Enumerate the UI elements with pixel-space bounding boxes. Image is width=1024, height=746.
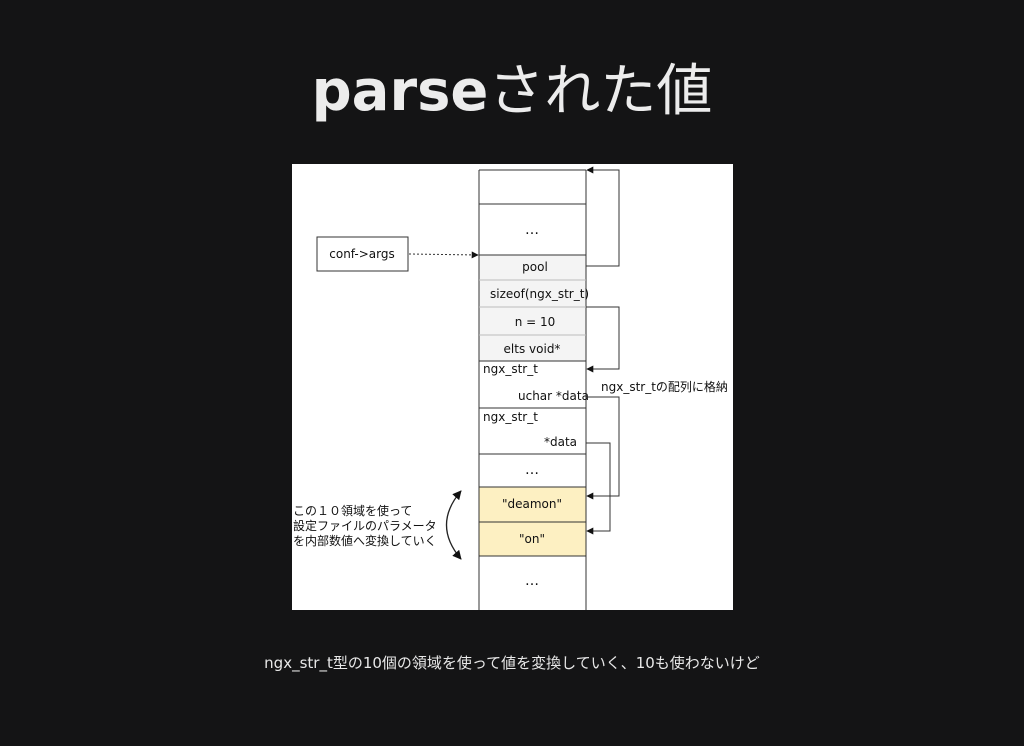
memory-diagram-svg: … pool sizeof(ngx_str_t) n = 10 elts voi…: [293, 166, 728, 610]
cell-ellipsis-mid: …: [525, 462, 539, 478]
memory-column: [478, 169, 587, 610]
data2-pointer-arrow: [586, 442, 611, 535]
range-curved-arrow: [445, 490, 462, 560]
cell-str2-type: ngx_str_t: [483, 410, 538, 424]
cell-str1-data: uchar *data: [518, 389, 589, 403]
cell-pool: pool: [522, 260, 548, 274]
cell-str2-data: *data: [544, 435, 577, 449]
left-note-line-3: を内部数値へ変換していく: [293, 533, 437, 548]
side-note: ngx_str_tの配列に格納: [601, 379, 728, 394]
cell-elts: elts void*: [504, 342, 561, 356]
cell-sizeof: sizeof(ngx_str_t): [490, 287, 589, 301]
cell-str1-type: ngx_str_t: [483, 362, 538, 376]
cell-elts-bg: [479, 335, 586, 361]
cell-on-bg: [479, 522, 586, 556]
conf-args-box: [316, 236, 409, 272]
cell-pool-bg: [479, 255, 586, 280]
title-bold-part: parse: [311, 59, 489, 124]
memory-diagram: … pool sizeof(ngx_str_t) n = 10 elts voi…: [292, 164, 733, 610]
cell-on: "on": [519, 532, 545, 546]
data1-pointer-arrow: [586, 396, 620, 500]
cell-deamon: "deamon": [502, 497, 562, 511]
conf-args-label: conf->args: [329, 247, 394, 261]
cell-n-bg: [479, 307, 586, 335]
elts-pointer-arrow: [586, 306, 620, 373]
conf-args-pointer: [408, 251, 479, 259]
cell-ellipsis-top: …: [525, 222, 539, 238]
left-note-line-1: この１０領域を使って: [293, 503, 412, 518]
slide-title: parseされた値: [0, 52, 1024, 132]
pool-loop-arrow: [586, 166, 620, 267]
left-note-line-2: 設定ファイルのパラメータ: [293, 518, 437, 533]
cell-deamon-bg: [479, 487, 586, 522]
cell-sizeof-bg: [479, 280, 586, 307]
cell-ellipsis-bottom: …: [525, 573, 539, 589]
slide-caption: ngx_str_t型の10個の領域を使って値を変換していく、10も使わないけど: [264, 654, 760, 672]
cell-n: n = 10: [515, 315, 556, 329]
title-rest-part: された値: [488, 59, 713, 124]
